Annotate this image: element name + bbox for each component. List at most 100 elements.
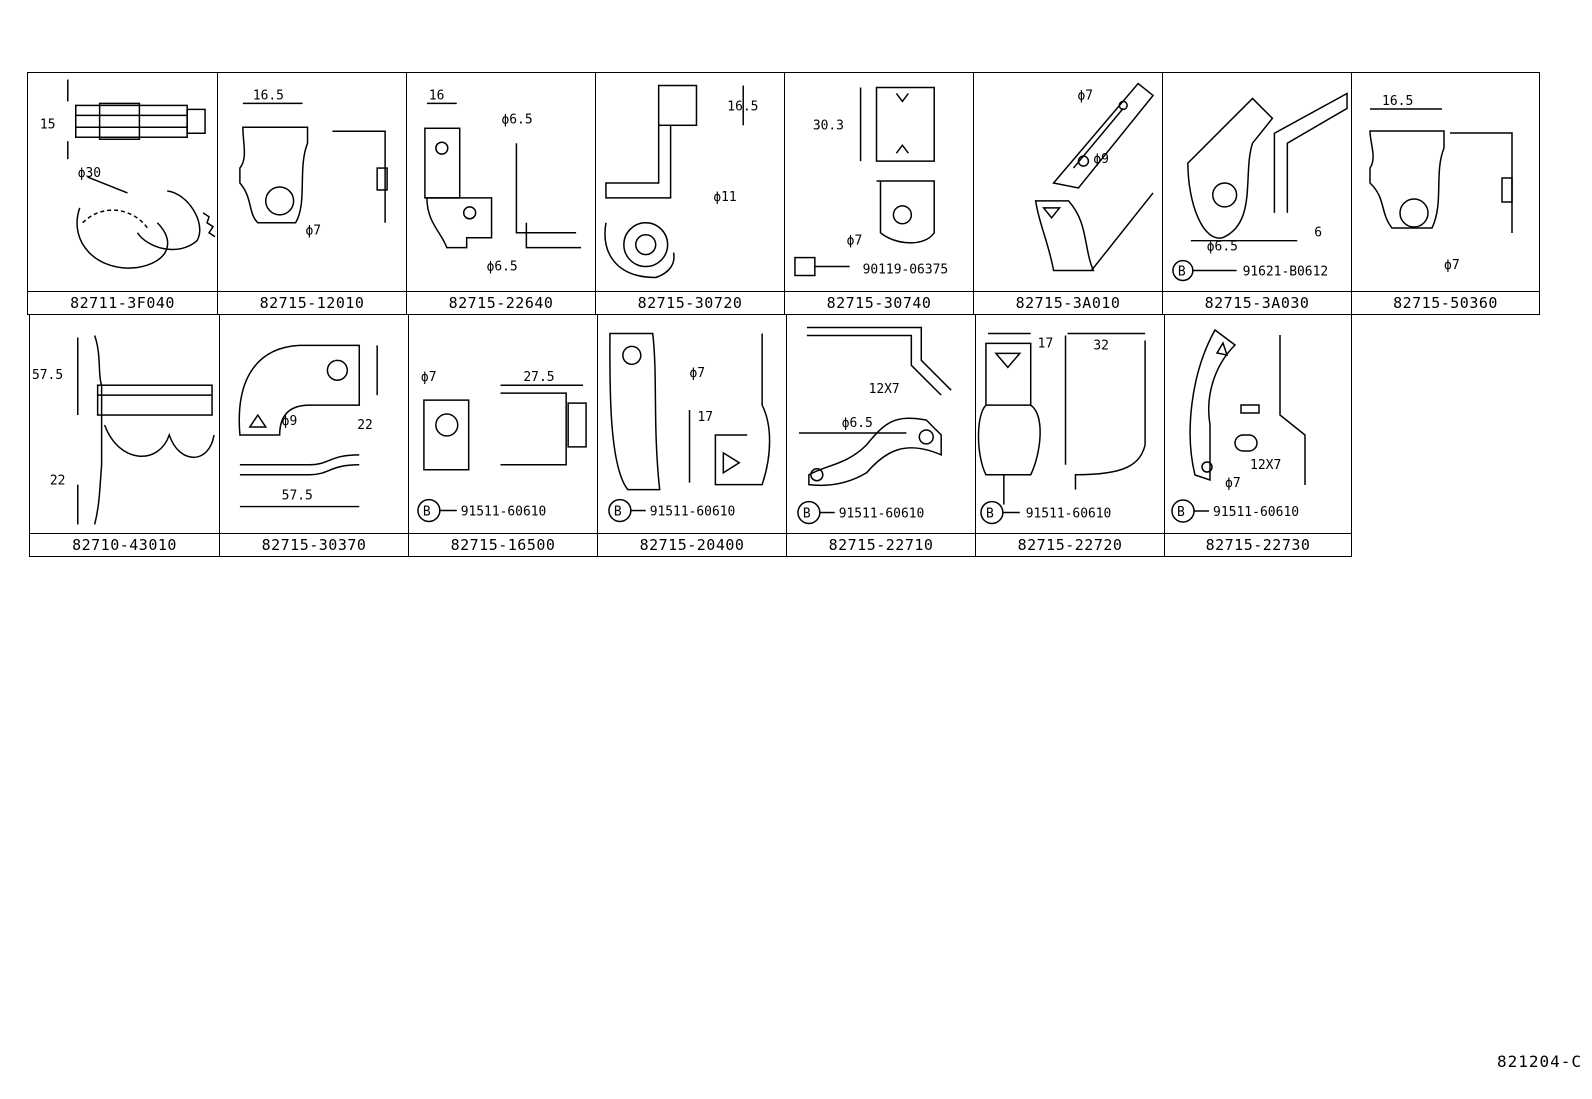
dim-length: 57.5 — [282, 489, 313, 504]
part-number: 82710-43010 — [30, 533, 219, 556]
badge-circle — [417, 498, 441, 523]
dim-height: 15 — [40, 117, 56, 132]
dim-hole-top: ϕ6.5 — [501, 112, 532, 127]
dim-hole-bottom: ϕ6.5 — [487, 260, 518, 275]
dim-height: 17 — [697, 410, 713, 425]
part-cell-82710-43010: 57.5 22 82710-43010 — [30, 315, 220, 556]
part-cell-82715-3A030: ϕ6.5 6 B 91621-B0612 82715-3A030 — [1163, 73, 1352, 314]
part-number: 82715-22730 — [1165, 533, 1351, 556]
part-number: 82715-22710 — [787, 533, 975, 556]
part-number: 82715-3A010 — [974, 291, 1162, 314]
bracket-drawing — [794, 86, 935, 277]
dim-hole: ϕ7 — [421, 370, 437, 385]
part-cell-82715-22720: 17 32 B 91511-60610 82715-22720 — [976, 315, 1165, 556]
part-number: 82715-22640 — [407, 291, 595, 314]
bolt-number: 90119-06375 — [863, 263, 949, 278]
bracket-drawing — [977, 332, 1146, 505]
part-cell-82715-22730: 12X7 ϕ7 B 91511-60610 82715-22730 — [1165, 315, 1351, 556]
dim-width: 27.5 — [523, 370, 554, 385]
dim-hole: ϕ7 — [847, 234, 863, 249]
drawing-reference-number: 821204-C — [1496, 1052, 1582, 1071]
parts-row-2: 57.5 22 82710-43010 ϕ9 22 57.5 82715-303… — [29, 314, 1352, 557]
bolt-number: 91511-60610 — [1026, 507, 1112, 522]
bracket-dim-labels: ϕ9 22 57.5 — [282, 414, 373, 504]
part-cell-82715-3A010: ϕ7 ϕ9 82715-3A010 — [974, 73, 1163, 314]
dim-lower: 22 — [50, 474, 66, 489]
parts-row-1: 15 ϕ30 82711-3F040 16.5 ϕ7 82715-12010 — [27, 72, 1540, 315]
dim-width: 16.5 — [253, 88, 284, 103]
part-number: 82715-16500 — [409, 533, 597, 556]
bolt-number: 91511-60610 — [650, 505, 736, 520]
dim-hole: ϕ6.5 — [1207, 240, 1238, 255]
bracket-drawing — [239, 102, 388, 224]
dim-hole: ϕ7 — [306, 224, 322, 239]
bracket-drawing — [1189, 328, 1306, 485]
bracket-dim-labels: 12X7 ϕ6.5 B 91511-60610 — [797, 382, 925, 525]
bracket-dim-labels: 30.3 ϕ7 90119-06375 — [813, 118, 949, 278]
dim-diameter: ϕ30 — [78, 166, 101, 181]
bracket-drawing — [1369, 108, 1513, 233]
dim-width: 16 — [429, 88, 445, 103]
bolt-number: 91511-60610 — [461, 505, 547, 520]
part-cell-82715-30740: 30.3 ϕ7 90119-06375 82715-30740 — [785, 73, 974, 314]
badge-circle — [980, 500, 1004, 525]
part-number: 82711-3F040 — [28, 291, 217, 314]
badge-letter: B — [423, 505, 431, 520]
dim-hole: ϕ7 — [690, 366, 706, 381]
bracket-drawing — [609, 332, 771, 491]
dim-height: 16.5 — [727, 99, 758, 114]
part-number: 82715-12010 — [218, 291, 406, 314]
part-cell-82715-20400: ϕ7 17 B 91511-60610 82715-20400 — [598, 315, 787, 556]
bracket-dim-labels: 16.5 ϕ7 — [253, 88, 322, 239]
bracket-drawing — [423, 384, 587, 471]
bolt-number: 91621-B0612 — [1243, 265, 1329, 280]
dim-height: 22 — [357, 418, 373, 433]
bracket-dim-labels: 17 32 B 91511-60610 — [980, 336, 1112, 525]
dim-slot: 12X7 — [869, 382, 900, 397]
part-number: 82715-3A030 — [1163, 291, 1351, 314]
part-cell-82715-30720: 16.5 ϕ11 82715-30720 — [596, 73, 785, 314]
part-cell-82711-3F040: 15 ϕ30 82711-3F040 — [28, 73, 218, 314]
bracket-drawing — [604, 84, 744, 279]
bracket-dim-labels: 16.5 ϕ7 — [1382, 94, 1460, 273]
part-number: 82715-30720 — [596, 291, 784, 314]
dim-hole: ϕ7 — [1225, 476, 1241, 491]
part-cell-82715-22710: 12X7 ϕ6.5 B 91511-60610 82715-22710 — [787, 315, 976, 556]
bracket-drawing — [1034, 82, 1155, 272]
bracket-dim-labels: 16 ϕ6.5 ϕ6.5 — [429, 88, 533, 275]
bracket-dim-labels: ϕ7 ϕ9 — [1077, 88, 1109, 167]
part-number: 82715-20400 — [598, 533, 786, 556]
clamp-drawing — [67, 79, 216, 269]
dim-hole: ϕ7 — [1444, 258, 1460, 273]
dim-width: 17 — [1038, 336, 1054, 351]
dim-offset: 6 — [1314, 226, 1322, 241]
part-number: 82715-50360 — [1352, 291, 1539, 314]
bracket-dim-labels: ϕ7 27.5 B 91511-60610 — [417, 370, 555, 523]
bracket-drawing — [238, 344, 378, 508]
dim-hole: ϕ6.5 — [842, 416, 873, 431]
badge-letter: B — [1177, 505, 1185, 520]
dim-hole: ϕ9 — [282, 414, 298, 429]
badge-circle — [608, 498, 632, 523]
bracket-dim-labels: 12X7 ϕ7 B 91511-60610 — [1171, 458, 1299, 523]
clamp-dim-labels: 57.5 22 — [32, 368, 66, 489]
dim-height: 30.3 — [813, 118, 844, 133]
part-cell-82715-12010: 16.5 ϕ7 82715-12010 — [218, 73, 407, 314]
dim-hole-mid: ϕ9 — [1093, 152, 1109, 167]
part-number: 82715-30740 — [785, 291, 973, 314]
dim-length: 32 — [1093, 338, 1109, 353]
badge-circle — [797, 500, 821, 525]
bracket-drawing — [1187, 92, 1348, 242]
bolt-number: 91511-60610 — [839, 507, 925, 522]
part-cell-82715-50360: 16.5 ϕ7 82715-50360 — [1352, 73, 1539, 314]
dim-width: 16.5 — [1382, 94, 1413, 109]
badge-letter: B — [614, 505, 622, 520]
badge-letter: B — [1178, 265, 1186, 280]
bracket-dim-labels: ϕ7 17 B 91511-60610 — [608, 366, 736, 523]
clamp-dim-labels: 15 ϕ30 — [40, 117, 101, 181]
bracket-drawing — [798, 326, 952, 487]
bracket-dim-labels: ϕ6.5 6 B 91621-B0612 — [1172, 226, 1329, 282]
part-number: 82715-30370 — [220, 533, 408, 556]
part-cell-82715-22640: 16 ϕ6.5 ϕ6.5 82715-22640 — [407, 73, 596, 314]
part-cell-82715-30370: ϕ9 22 57.5 82715-30370 — [220, 315, 409, 556]
